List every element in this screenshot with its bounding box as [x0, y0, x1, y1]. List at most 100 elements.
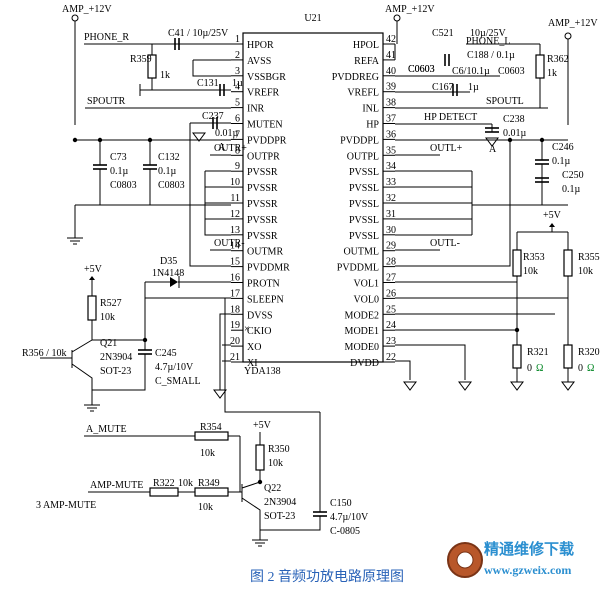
- amp-supply-left: AMP_+12V: [62, 4, 112, 15]
- resistor-body: [87, 295, 97, 321]
- amp-mute-label: AMP-MUTE: [90, 480, 143, 491]
- ic-pin-number: 21: [230, 352, 240, 363]
- v5-right-arrow-head: [549, 223, 555, 227]
- ic-pin-name: PVSSR: [247, 199, 278, 210]
- c237-label: C237: [202, 111, 224, 122]
- ic-pin-number: 39: [386, 82, 396, 93]
- r321-ohm: Ω: [536, 363, 543, 374]
- supply-terminal: [393, 14, 401, 22]
- ic-pin-name: PVDDMR: [247, 263, 290, 274]
- ic-pin-name: INL: [362, 104, 379, 115]
- ic-pin-number: 27: [386, 273, 396, 284]
- ic-pin-number: 5: [235, 98, 240, 109]
- r354-label: R354: [200, 422, 222, 433]
- wire: [204, 171, 231, 236]
- wire: [192, 60, 231, 77]
- phone-l-label: PHONE_L: [466, 36, 510, 47]
- ic-pin-name: OUTPL: [347, 151, 379, 162]
- ic-pin-name: DVDD: [350, 358, 379, 369]
- c521-value: 10µ/25V: [470, 28, 507, 39]
- ic-pin-number: 18: [230, 304, 240, 315]
- ic-pin-name: VOL1: [353, 279, 379, 290]
- wire: [241, 481, 261, 489]
- analog-ground-symbol: [403, 381, 417, 391]
- ic-pin-number: 37: [386, 114, 396, 125]
- ic-pin-number: 38: [386, 98, 396, 109]
- analog-ground-symbol: [458, 381, 472, 391]
- supply-terminal: [564, 32, 572, 40]
- ic-pin-name: PVSSR: [247, 183, 278, 194]
- r321-value: 0: [527, 363, 532, 374]
- ic-pin-name: HPOL: [353, 40, 379, 51]
- c0603c-label: C0603: [498, 66, 525, 77]
- watermark-url: www.gzweix.com: [484, 563, 571, 577]
- watermark-logo-inner: [456, 551, 474, 569]
- c250-label: C250: [562, 170, 584, 181]
- ic-pin-name: REFA: [354, 56, 380, 67]
- ic-pin-number: 24: [386, 320, 396, 331]
- ic-pin-name: PVSSL: [349, 183, 379, 194]
- ic-pin-name: PVDDML: [337, 263, 379, 274]
- analog-ground-symbol: [192, 132, 206, 142]
- outr-minus-label: OUTR-: [214, 238, 245, 249]
- wire: [224, 297, 320, 413]
- ic-pin-number: 19: [230, 320, 240, 331]
- ic-pin-number: 36: [386, 129, 396, 140]
- c0603b-label: C0603: [408, 64, 435, 75]
- ic-part: YDA138: [244, 366, 281, 377]
- c246-value: 0.1µ: [552, 156, 571, 167]
- c245-value: 4.7µ/10V: [155, 362, 194, 373]
- resistor-body: [563, 344, 573, 369]
- ic-pin-number: 17: [230, 288, 240, 299]
- c73-package: C0803: [110, 180, 137, 191]
- ic-pin-name: OUTPR: [247, 151, 280, 162]
- ic-pin-name: MODE0: [345, 342, 379, 353]
- ic-pin-name: XO: [247, 342, 261, 353]
- a-mute-label: A_MUTE: [86, 424, 127, 435]
- ic-pin-name: PVSSR: [247, 167, 278, 178]
- r320-ohm: Ω: [587, 363, 594, 374]
- r359-label: R359: [130, 54, 152, 65]
- ic-pin-number: 22: [386, 352, 396, 363]
- ic-pin-number: 41: [386, 50, 396, 61]
- ic-pin-name: OUTMR: [247, 247, 283, 258]
- nc-marker: ×: [244, 324, 250, 335]
- c73-value: 0.1µ: [110, 166, 129, 177]
- ic-pin-number: 30: [386, 225, 396, 236]
- ic-pin-name: PVDDREG: [332, 72, 379, 83]
- ic-pin-name: PVDDPL: [340, 135, 379, 146]
- watermark-title: 精通维修下载: [484, 540, 574, 558]
- c150-part: C-0805: [330, 526, 360, 537]
- r322-value: 10k: [178, 478, 193, 489]
- c250-value: 0.1µ: [562, 184, 581, 195]
- c132-package: C0803: [158, 180, 185, 191]
- c238-label: C238: [503, 114, 525, 125]
- resistor-body: [194, 487, 229, 497]
- r353-label: R353: [523, 252, 545, 263]
- c188-label: C188 / 0.1µ: [467, 50, 515, 61]
- ic-pin-number: 16: [230, 273, 240, 284]
- ic-pin-number: 14: [230, 241, 240, 252]
- ic-pin-number: 11: [230, 193, 240, 204]
- r527-value: 10k: [100, 312, 115, 323]
- wire: [260, 516, 321, 531]
- c132-value: 0.1µ: [158, 166, 177, 177]
- wire: [71, 339, 93, 353]
- ic-pin-name: DVSS: [247, 310, 273, 321]
- r349-value: 10k: [198, 502, 213, 513]
- wire: [219, 313, 231, 390]
- resistor-body: [535, 54, 545, 79]
- ic-pin-number: 8: [235, 145, 240, 156]
- r320-label: R320: [578, 347, 600, 358]
- analog-ground-symbol: [213, 389, 227, 399]
- r355-value: 10k: [578, 266, 593, 277]
- q21-label: Q21: [100, 338, 117, 349]
- ic-pin-number: 7: [235, 129, 240, 140]
- r354-value: 10k: [200, 448, 215, 459]
- hp-detect-label: HP DETECT: [424, 112, 477, 123]
- ic-pin-name: XI: [247, 358, 258, 369]
- ic-pin-name: MODE2: [345, 310, 379, 321]
- ic-pin-number: 25: [386, 304, 396, 315]
- ic-pin-name: PVSSR: [247, 231, 278, 242]
- wire: [92, 354, 146, 391]
